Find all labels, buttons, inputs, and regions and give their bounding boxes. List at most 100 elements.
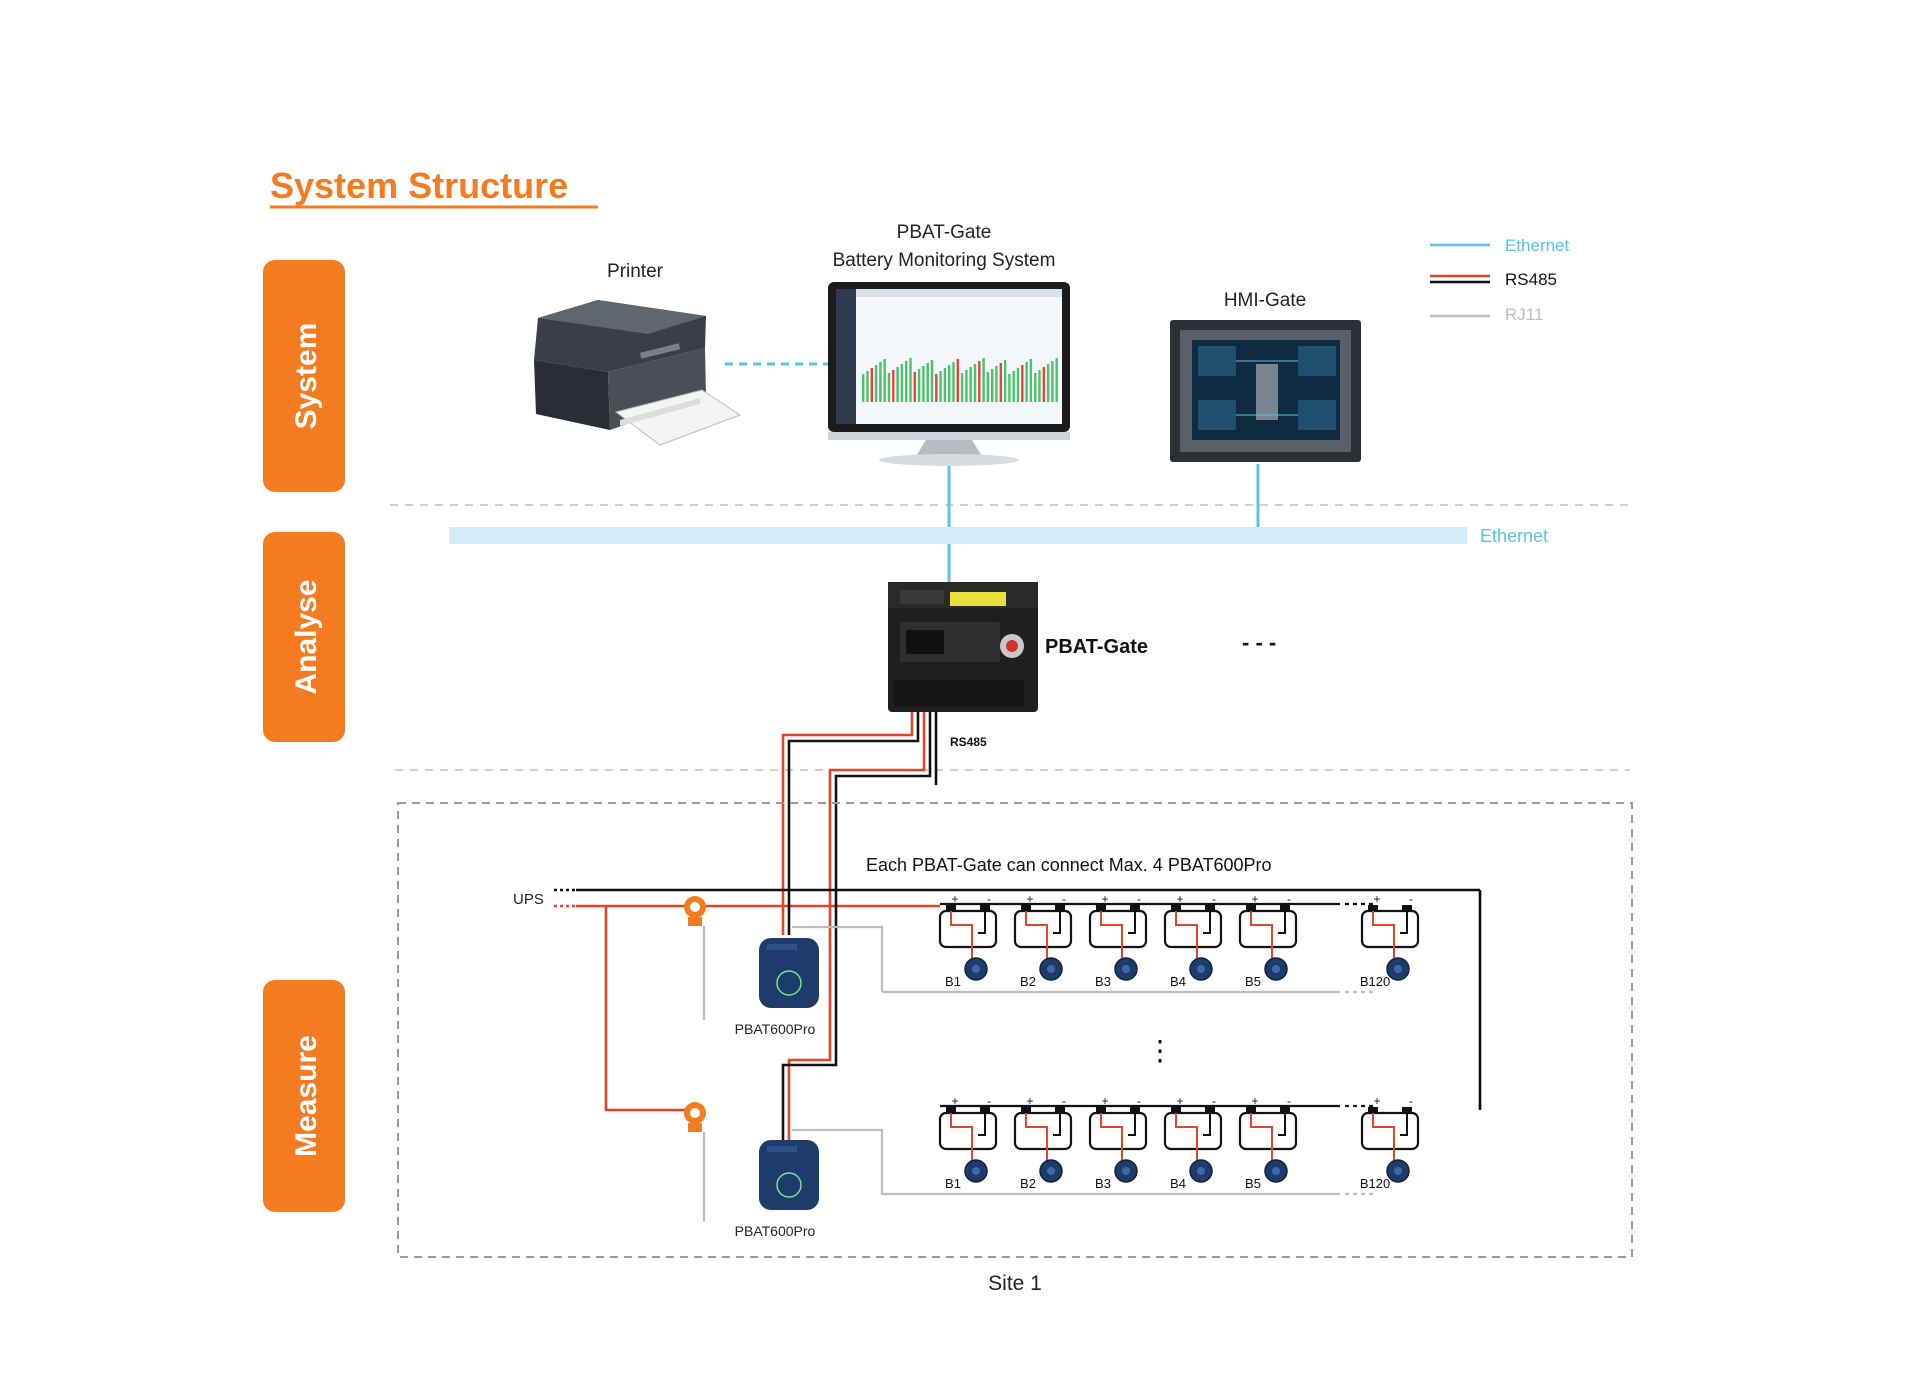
monitor-bar bbox=[926, 363, 929, 402]
battery-minus-sign: - bbox=[1409, 1094, 1413, 1108]
monitor-bar bbox=[896, 367, 899, 402]
battery-sensor-icon bbox=[1386, 1159, 1410, 1183]
monitor-bar bbox=[1042, 367, 1045, 402]
battery-label: B4 bbox=[1170, 974, 1186, 989]
battery-minus-sign: - bbox=[987, 1094, 991, 1108]
pbat600pro-icon bbox=[759, 938, 819, 1008]
monitor-title-line2: Battery Monitoring System bbox=[833, 250, 1056, 271]
battery-sensor-icon bbox=[1114, 957, 1138, 981]
battery-icon: +- bbox=[1360, 892, 1420, 960]
legend-rj11-label: RJ11 bbox=[1505, 305, 1543, 324]
monitor-bar bbox=[905, 361, 908, 402]
battery-minus-sign: - bbox=[987, 892, 991, 906]
battery-icon: +- bbox=[1163, 892, 1223, 960]
battery-icon: +- bbox=[1238, 1094, 1298, 1162]
battery-label: B5 bbox=[1245, 1176, 1261, 1191]
monitor-bar bbox=[1008, 374, 1011, 402]
battery-sensor-icon bbox=[1264, 957, 1288, 981]
battery-icon: +- bbox=[1088, 892, 1148, 960]
battery-minus-sign: - bbox=[1062, 892, 1066, 906]
monitor-title-line1: PBAT-Gate bbox=[897, 222, 992, 243]
battery-minus-sign: - bbox=[1287, 892, 1291, 906]
battery-icon: +- bbox=[1360, 1094, 1420, 1162]
battery-plus-sign: + bbox=[1026, 892, 1033, 906]
rs485-label: RS485 bbox=[950, 735, 987, 749]
battery-sensor-icon bbox=[1114, 1159, 1138, 1183]
monitor-bar bbox=[909, 358, 912, 402]
battery-sensor-icon bbox=[1264, 1159, 1288, 1183]
battery-string-2: +-B1+-B2+-B3+-B4+-B5+-B120 bbox=[882, 1094, 1420, 1196]
module-rj11-out-1 bbox=[792, 925, 884, 992]
monitor-bar bbox=[1038, 370, 1041, 402]
layer-tab-measure: Measure bbox=[263, 980, 345, 1212]
monitor-bar bbox=[995, 366, 998, 402]
battery-sensor-icon bbox=[1189, 957, 1213, 981]
battery-sensor-icon bbox=[1039, 957, 1063, 981]
monitor-bar bbox=[1012, 371, 1015, 402]
battery-label: B5 bbox=[1245, 974, 1261, 989]
battery-minus-sign: - bbox=[1137, 892, 1141, 906]
battery-plus-sign: + bbox=[1176, 1094, 1183, 1108]
battery-plus-sign: + bbox=[951, 1094, 958, 1108]
battery-minus-sign: - bbox=[1409, 892, 1413, 906]
battery-label: B4 bbox=[1170, 1176, 1186, 1191]
battery-icon: +- bbox=[938, 1094, 998, 1162]
monitor-bar bbox=[973, 364, 977, 402]
monitor-bar bbox=[1055, 358, 1058, 402]
battery-plus-sign: + bbox=[1176, 892, 1183, 906]
monitor-bar bbox=[991, 369, 994, 402]
printer-label: Printer bbox=[607, 261, 664, 282]
monitor-bar bbox=[892, 370, 895, 402]
battery-icon: +- bbox=[1013, 892, 1073, 960]
rs485-module-links bbox=[781, 900, 838, 1140]
monitor-bar bbox=[935, 374, 938, 402]
monitor-bar bbox=[939, 371, 942, 402]
battery-sensor-icon bbox=[1386, 957, 1410, 981]
battery-plus-sign: + bbox=[1373, 1094, 1380, 1108]
svg-text:System: System bbox=[290, 323, 323, 430]
page-title: System Structure bbox=[270, 165, 568, 206]
monitor-bar bbox=[874, 365, 878, 402]
monitor-bar bbox=[1051, 361, 1054, 402]
site-label: Site 1 bbox=[988, 1272, 1042, 1295]
printer-icon bbox=[534, 300, 742, 446]
monitor-bar bbox=[999, 363, 1002, 402]
layer-tab-system: System bbox=[263, 260, 345, 492]
battery-label: B120 bbox=[1360, 1176, 1390, 1191]
din-rail-gateway-icon bbox=[888, 582, 1038, 712]
battery-plus-sign: + bbox=[951, 892, 958, 906]
current-sensor-icon bbox=[684, 896, 706, 926]
site-boundary bbox=[397, 802, 1633, 1258]
monitor-bar bbox=[887, 373, 891, 402]
battery-sensor-icon bbox=[1189, 1159, 1213, 1183]
battery-plus-sign: + bbox=[1251, 892, 1258, 906]
monitor-bar bbox=[952, 362, 955, 402]
battery-label: B1 bbox=[945, 1176, 961, 1191]
battery-string-1: +-B1+-B2+-B3+-B4+-B5+-B120 bbox=[882, 892, 1420, 994]
battery-minus-sign: - bbox=[1062, 1094, 1066, 1108]
monitor-bar bbox=[917, 369, 921, 402]
battery-minus-sign: - bbox=[1137, 1094, 1141, 1108]
battery-plus-sign: + bbox=[1101, 892, 1108, 906]
battery-sensor-icon bbox=[964, 957, 988, 981]
monitor-bar bbox=[943, 368, 947, 402]
monitor-bar bbox=[1021, 365, 1024, 402]
battery-sensor-icon bbox=[964, 1159, 988, 1183]
battery-icon: +- bbox=[938, 892, 998, 960]
monitor-bar bbox=[1016, 368, 1020, 402]
monitor-bar bbox=[986, 372, 990, 402]
monitor-bar bbox=[922, 366, 925, 402]
battery-plus-sign: + bbox=[1373, 892, 1380, 906]
monitor-bar bbox=[866, 371, 869, 402]
gateway-label: PBAT-Gate bbox=[1045, 636, 1148, 658]
monitor-bar bbox=[960, 373, 964, 402]
battery-label: B2 bbox=[1020, 974, 1036, 989]
pbat600pro-icon-2 bbox=[759, 1140, 819, 1210]
vertical-ellipsis: ⋮ bbox=[1146, 1035, 1174, 1066]
battery-label: B120 bbox=[1360, 974, 1390, 989]
legend: Ethernet RS485 RJ11 bbox=[1430, 236, 1570, 324]
battery-label: B3 bbox=[1095, 974, 1111, 989]
battery-plus-sign: + bbox=[1101, 1094, 1108, 1108]
battery-icon: +- bbox=[1238, 892, 1298, 960]
